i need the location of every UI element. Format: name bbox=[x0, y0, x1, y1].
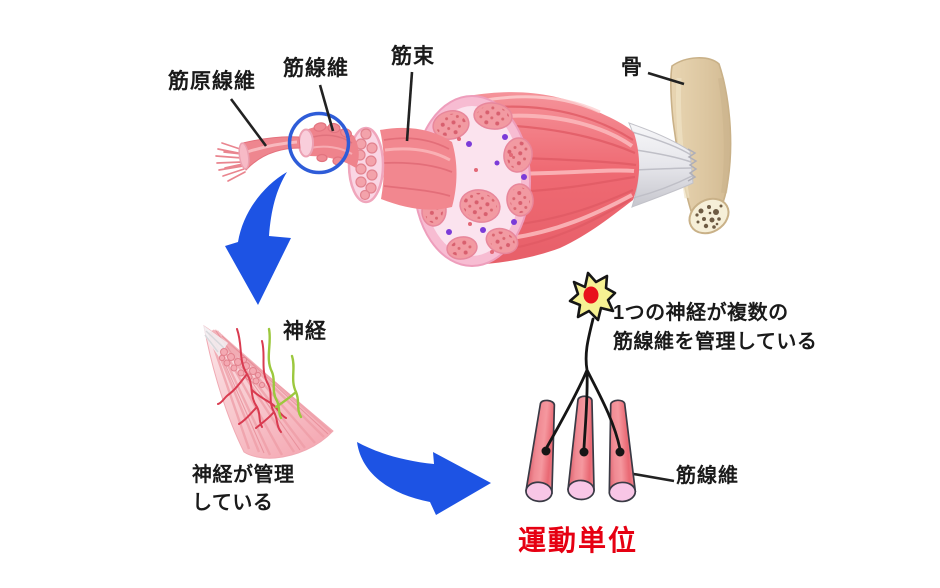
myofibril-fray bbox=[215, 142, 246, 182]
bone-shading bbox=[718, 77, 730, 194]
nerve-green-branches bbox=[267, 327, 303, 420]
label-fascicle: 筋束 bbox=[391, 45, 435, 68]
fan-tip-lines bbox=[204, 330, 225, 353]
nerve-fan-illustration bbox=[203, 324, 334, 459]
label-nerve-manages: 神経が管理 している bbox=[192, 461, 295, 517]
myofibril-pullout bbox=[215, 136, 301, 182]
label-pointer-lines bbox=[229, 71, 685, 483]
nerve-purple-dots bbox=[437, 134, 527, 235]
fiber-cut-face bbox=[298, 128, 314, 158]
fiber-highlight bbox=[309, 145, 353, 155]
label-motor-unit: 運動単位 bbox=[518, 525, 639, 556]
tendon-creases bbox=[631, 131, 693, 199]
myofibril-cut-face bbox=[238, 142, 250, 170]
fascicle-tube-highlight bbox=[384, 147, 451, 162]
motor-fiber-2 bbox=[567, 395, 595, 501]
muscle-sheen bbox=[479, 95, 601, 114]
label-one-nerve-line1: 1つの神経が複数の bbox=[613, 302, 789, 324]
pointer-bone bbox=[647, 71, 685, 86]
nerve-terminal-dots bbox=[541, 446, 625, 457]
label-nerve: 神経 bbox=[283, 320, 327, 343]
fascicle-bundle-illustration bbox=[347, 126, 457, 210]
pointer-fascicle bbox=[405, 71, 414, 142]
muscle-ridges bbox=[485, 105, 637, 254]
fascicle-face-fibers bbox=[354, 128, 378, 201]
bone-marrow-speckles bbox=[695, 204, 723, 229]
myofibril-highlight bbox=[246, 140, 298, 154]
curved-arrow-down-icon bbox=[225, 172, 291, 305]
label-muscle-fiber: 筋線維 bbox=[283, 57, 349, 80]
motor-unit-illustration bbox=[525, 271, 637, 503]
tendon-fringe bbox=[687, 148, 698, 182]
label-nerve-manages-line2: している bbox=[192, 492, 274, 514]
fascicle-tube-streaks bbox=[382, 137, 453, 197]
label-muscle-fiber-right: 筋線維 bbox=[676, 465, 739, 487]
pointer-muscle-fiber bbox=[318, 84, 335, 132]
neuron-nucleus bbox=[583, 286, 599, 304]
axon-branches bbox=[545, 317, 622, 451]
muscle-cross-section bbox=[413, 95, 534, 267]
tendon-illustration bbox=[628, 122, 698, 208]
label-one-nerve-note: 1つの神経が複数の 筋線維を管理している bbox=[613, 299, 817, 357]
label-one-nerve-line2: 筋線維を管理している bbox=[613, 331, 818, 353]
motor-fiber-1 bbox=[525, 399, 556, 503]
pointer-muscle-fiber-right bbox=[627, 471, 675, 483]
label-bone: 骨 bbox=[621, 56, 643, 79]
label-myofibril: 筋原線維 bbox=[168, 70, 256, 93]
vessel-red-dots bbox=[457, 137, 513, 254]
pointer-myofibril bbox=[229, 98, 268, 147]
nerve-red-branches bbox=[217, 328, 287, 433]
bone-cross-section bbox=[688, 197, 730, 235]
motor-fiber-3 bbox=[608, 399, 637, 503]
highlight-circle bbox=[287, 111, 351, 175]
label-nerve-manages-line1: 神経が管理 bbox=[192, 464, 295, 486]
curved-arrow-right-icon bbox=[357, 442, 491, 515]
